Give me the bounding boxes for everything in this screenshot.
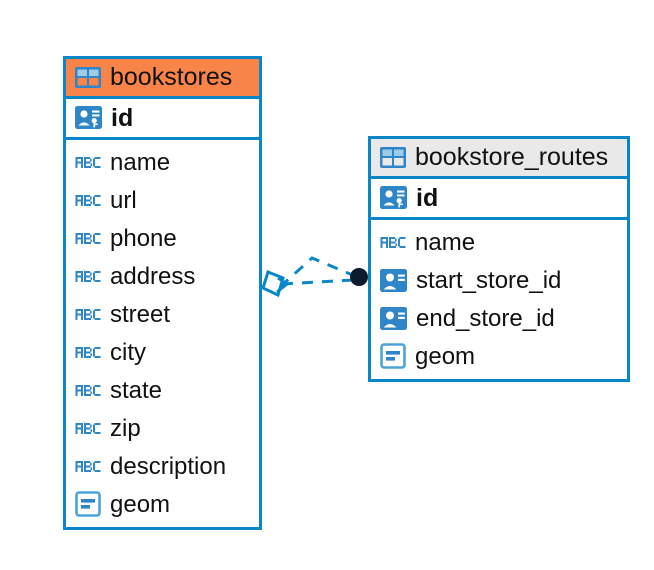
field-row-city[interactable]: city: [66, 333, 259, 371]
field-row-geom[interactable]: geom: [371, 337, 627, 375]
field-row-id[interactable]: id: [371, 179, 627, 221]
field-row-zip[interactable]: zip: [66, 409, 259, 447]
field-label: state: [110, 376, 163, 404]
foreign-key-icon: [380, 268, 407, 292]
table-icon: [75, 66, 101, 88]
entity-fields-bookstore-routes: name start_store_id: [371, 220, 627, 379]
field-row-start-store-id[interactable]: start_store_id: [371, 261, 627, 299]
abc-text-icon: [380, 236, 406, 248]
field-row-end-store-id[interactable]: end_store_id: [371, 299, 627, 337]
relationship-circle-marker: [350, 268, 368, 286]
field-label: id: [416, 183, 439, 212]
field-label: url: [110, 186, 137, 214]
field-label: name: [110, 148, 171, 176]
field-row-address[interactable]: address: [66, 257, 259, 295]
entity-header-bookstores[interactable]: bookstores: [66, 59, 259, 100]
field-label: start_store_id: [416, 266, 562, 294]
table-icon: [380, 146, 406, 168]
entity-title: bookstore_routes: [415, 143, 609, 171]
field-label: address: [110, 262, 196, 290]
field-row-phone[interactable]: phone: [66, 219, 259, 257]
geometry-icon: [380, 343, 406, 370]
field-label: end_store_id: [416, 304, 555, 332]
relationship-diamond-marker: [261, 270, 290, 298]
field-label: geom: [110, 490, 171, 518]
field-row-id[interactable]: id: [66, 99, 259, 141]
field-label: geom: [415, 342, 476, 370]
abc-text-icon: [75, 460, 101, 472]
field-row-name[interactable]: name: [66, 143, 259, 181]
geometry-icon: [75, 491, 101, 518]
abc-text-icon: [75, 308, 101, 320]
field-row-url[interactable]: url: [66, 181, 259, 219]
abc-text-icon: [75, 156, 101, 168]
field-label: zip: [110, 414, 141, 442]
abc-text-icon: [75, 384, 101, 396]
field-label: name: [415, 228, 476, 256]
field-row-name[interactable]: name: [371, 223, 627, 261]
field-label: id: [111, 103, 134, 132]
field-row-geom[interactable]: geom: [66, 485, 259, 523]
field-row-state[interactable]: state: [66, 371, 259, 409]
entity-header-bookstore-routes[interactable]: bookstore_routes: [371, 139, 627, 180]
abc-text-icon: [75, 422, 101, 434]
field-row-description[interactable]: description: [66, 447, 259, 485]
entity-title: bookstores: [110, 63, 233, 91]
abc-text-icon: [75, 232, 101, 244]
relationship-line-lower: [281, 278, 355, 286]
field-row-street[interactable]: street: [66, 295, 259, 333]
primary-key-icon: [380, 186, 407, 210]
entity-bookstores[interactable]: bookstores id: [63, 56, 262, 531]
foreign-key-icon: [380, 306, 407, 330]
entity-bookstore-routes[interactable]: bookstore_routes id: [368, 136, 630, 383]
field-label: city: [110, 338, 146, 366]
field-label: street: [110, 300, 171, 328]
abc-text-icon: [75, 346, 101, 358]
primary-key-icon: [75, 106, 102, 130]
field-label: phone: [110, 224, 177, 252]
entity-fields-bookstores: name url: [66, 140, 259, 527]
abc-text-icon: [75, 194, 101, 206]
abc-text-icon: [75, 270, 101, 282]
field-label: description: [110, 452, 227, 480]
relationship-line-upper: [278, 256, 356, 289]
